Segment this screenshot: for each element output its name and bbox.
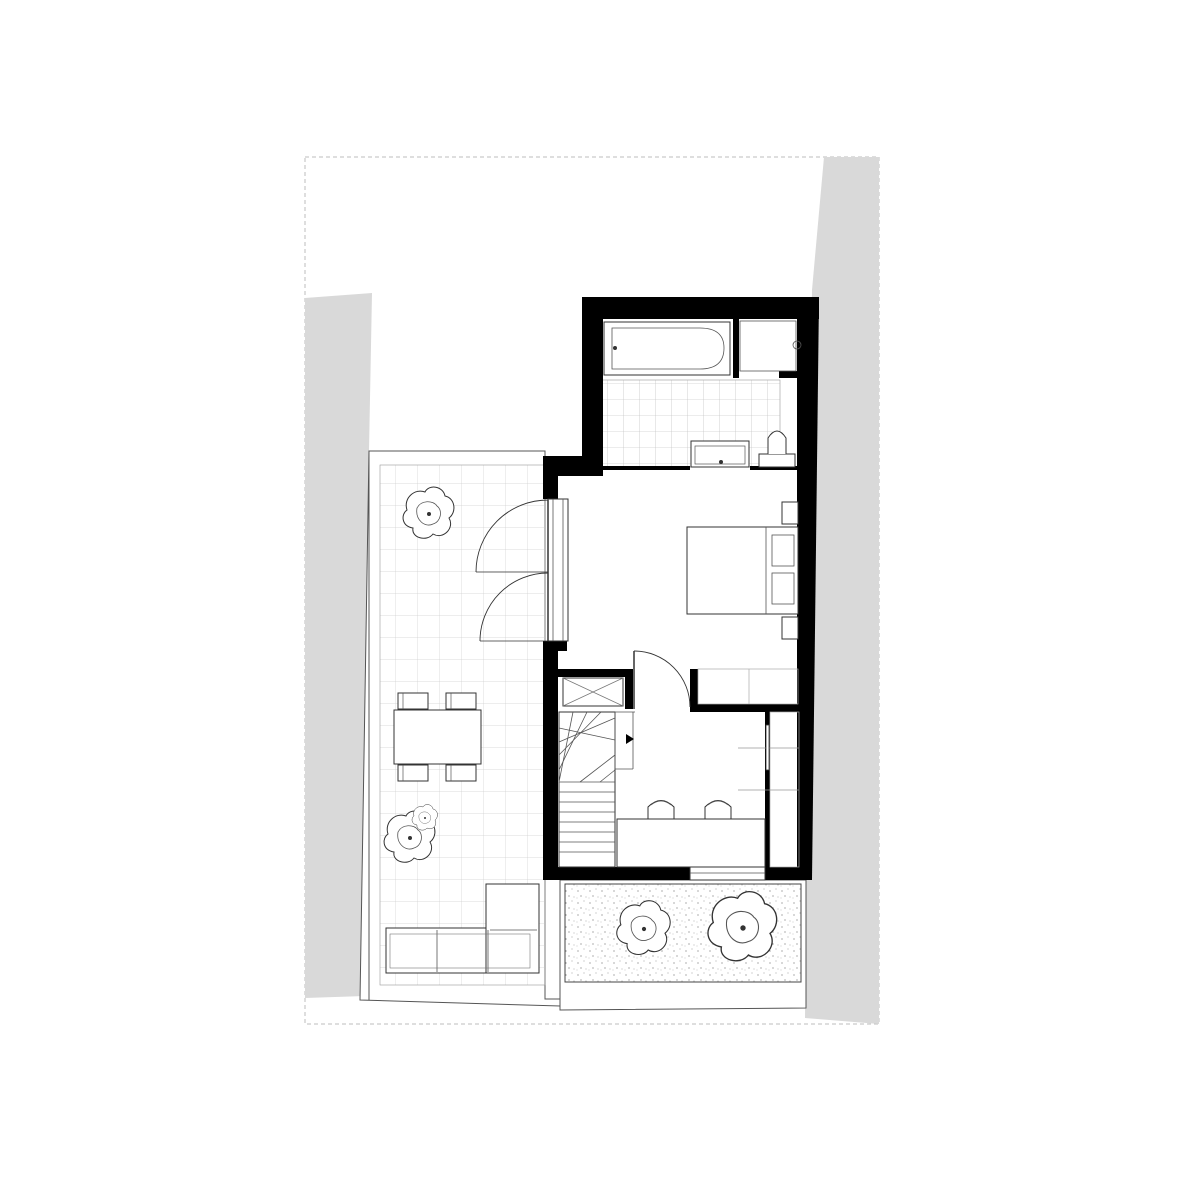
terrace-double-door [475,499,549,642]
washbasin [690,440,750,468]
outdoor-chair [397,692,477,782]
toilet [758,430,796,468]
double-bed [686,526,799,615]
study-chair-right [704,800,732,820]
stair-arrow-icon [626,734,634,744]
outdoor-dining-table [393,709,482,765]
shower [739,320,802,372]
walls [543,297,819,880]
study-wardrobe [738,711,800,868]
neighbour-building-right [805,157,879,1024]
storage-cupboard [562,677,624,707]
study-chair-left [647,800,675,820]
nightstand-top [781,501,799,525]
nightstand-bottom [781,616,799,640]
bedroom-wardrobe [697,668,799,705]
front-window [689,866,766,881]
bathtub [603,321,731,376]
study-desk [616,818,766,868]
outdoor-sofa [385,883,540,974]
site-boundary [304,156,880,1025]
staircase [558,711,635,868]
bedroom-window [547,498,569,642]
bedroom-door [633,650,691,709]
neighbour-building-left [305,293,372,998]
